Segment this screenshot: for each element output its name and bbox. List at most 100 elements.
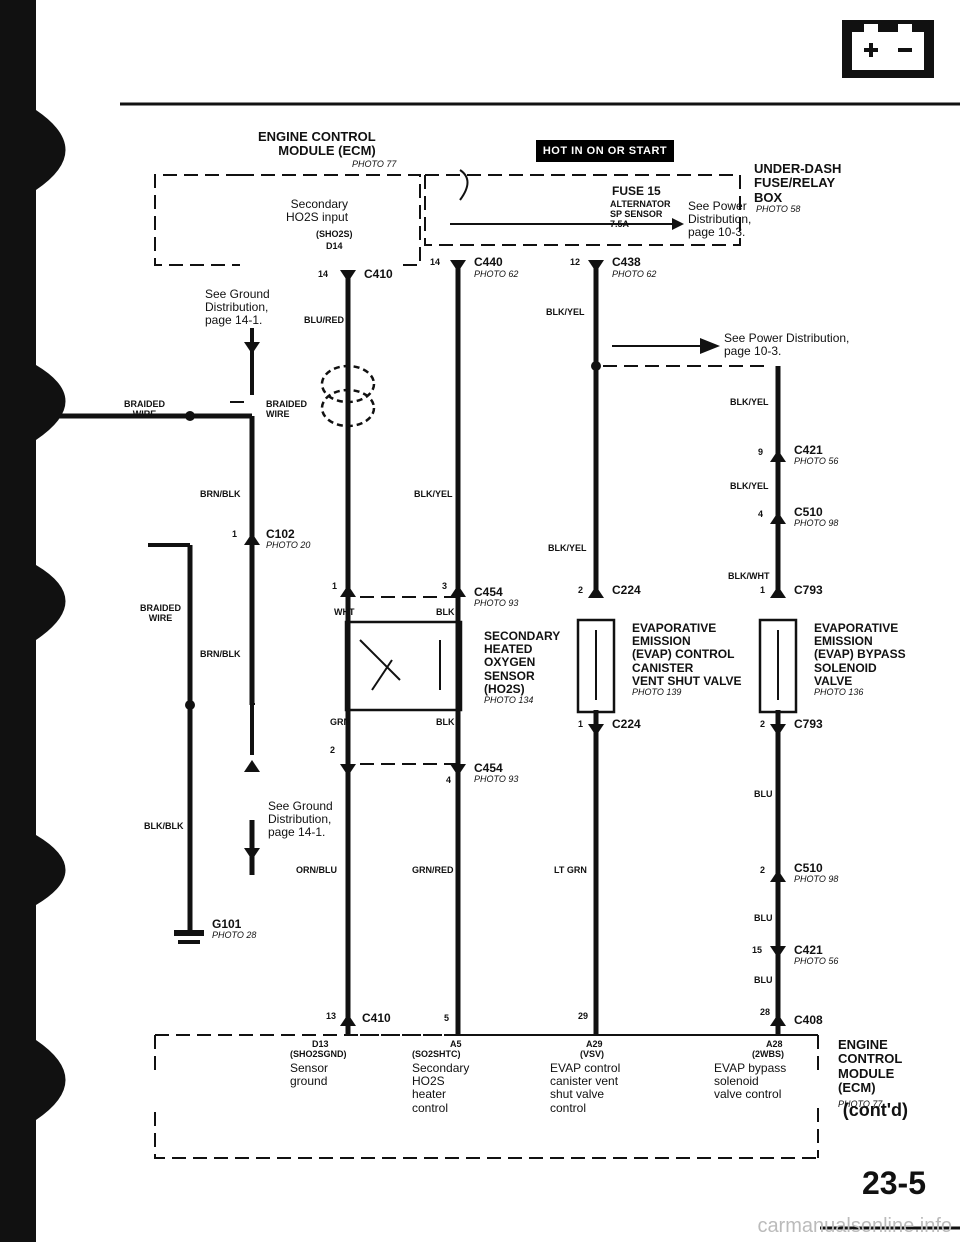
c438-mark [588,260,604,272]
c410-top-label: C410 [364,267,393,281]
c410-bot-mark [340,1014,356,1026]
c793-a-pin: 1 [760,585,766,595]
ecm-bottom-title: ENGINE CONTROL MODULE (ECM) [838,1037,903,1095]
splice-2 [591,361,601,371]
c421-a-mark [770,450,786,462]
ho2s-box [344,620,463,712]
evap-bypass-label: EVAPORATIVE EMISSION (EVAP) BYPASS SOLEN… [814,621,906,688]
c102-photo: PHOTO 20 [266,540,311,550]
wire-label-braided-3: BRAIDED WIRE [140,603,182,623]
evap-vent-label: EVAPORATIVE EMISSION (EVAP) CONTROL CANI… [632,621,742,688]
c454-b-pin2: 2 [330,745,336,755]
c224-b-label: C224 [612,717,641,731]
evap-bypass-photo: PHOTO 136 [814,687,864,697]
wire-label-brn-blk-1: BRN/BLK [200,489,241,499]
page-number: 23-5 [861,1165,926,1201]
c408-mark [770,1014,786,1026]
ecm-pin-a5-desc: Secondary HO2S heater control [412,1061,470,1115]
c454-b-mark4 [450,764,466,776]
c793-a-mark [770,586,786,598]
c438-photo: PHOTO 62 [612,269,657,279]
ecm-pin-a5: A5 [450,1039,462,1049]
binder-ring-3 [36,565,66,640]
c421-a-label: C421 [794,443,823,457]
evap-vent-box [576,618,616,714]
power-arrow [700,338,720,354]
power-arrow-top [672,218,684,230]
c793-b-mark [770,724,786,736]
ecm-pin-a29-desc: EVAP control canister vent shut valve co… [550,1061,621,1115]
wire-label-blk-yel-1: BLK/YEL [546,307,585,317]
c454-a-label: C454 [474,585,503,599]
c510-b-label: C510 [794,861,823,875]
c421-b-photo: PHOTO 56 [794,956,839,966]
power-ref-1: See Power Distribution, page 10-3. [688,199,752,240]
g101-label: G101 [212,917,242,931]
c510-a-pin: 4 [758,509,764,519]
ground-ref-1: See Ground Distribution, page 14-1. [205,287,270,328]
c454-b-photo: PHOTO 93 [474,774,519,784]
g101-ground-icon [174,930,204,936]
c510-a-photo: PHOTO 98 [794,518,839,528]
ecm-pin-a29: A29 [586,1039,603,1049]
wire-label-grn-red: GRN/RED [412,865,454,875]
wire-label-blk-blk: BLK/BLK [144,821,184,831]
g101-photo: PHOTO 28 [212,930,257,940]
c421-a-pin: 9 [758,447,764,457]
c224-a-label: C224 [612,583,641,597]
c410-top-mark [340,270,356,282]
c421-a-photo: PHOTO 56 [794,456,839,466]
binder-ring-5 [36,1040,66,1120]
c410-top-pin: 14 [318,269,329,279]
c454-a-pin3: 3 [442,581,448,591]
splice-3 [185,700,195,710]
c454-b-mark2 [340,764,356,776]
c454-a-mark1 [340,585,356,597]
fuse-15-label: FUSE 15 [612,184,661,198]
watermark: carmanualsonline.info [757,1215,952,1237]
c510-b-mark [770,870,786,882]
c408-pin29: 29 [578,1011,589,1021]
ho2s-label: SECONDARY HEATED OXYGEN SENSOR (HO2S) [484,629,561,696]
c793-b-label: C793 [794,717,823,731]
ecm-pin-d13: D13 [312,1039,329,1049]
c102-label: C102 [266,527,295,541]
fuse-box-title: UNDER-DASH FUSE/RELAY BOX [754,161,842,205]
ground-arrow-1 [244,342,260,354]
c510-a-label: C510 [794,505,823,519]
c440-mark [450,260,466,272]
hot-in-on-or-start-badge: HOT IN ON OR START [536,140,674,162]
c421-b-mark [770,946,786,958]
c510-a-mark [770,512,786,524]
ecm-pin-a29-signal: (VSV) [580,1049,605,1059]
c510-b-pin: 2 [760,865,766,875]
c410-bot-label: C410 [362,1011,391,1025]
fuse-detail: ALTERNATOR SP SENSOR 7.5A [610,199,671,229]
c102-mark [244,533,260,545]
wire-label-grn: GRN [330,717,350,727]
ecm-title: ENGINE CONTROL MODULE (ECM) [258,129,376,159]
c410-bot-pin5: 5 [444,1013,450,1023]
c454-a-photo: PHOTO 93 [474,598,519,608]
c224-b-pin: 1 [578,719,584,729]
wire-label-blu-2: BLU [754,913,773,923]
c102-pin: 1 [232,529,238,539]
wire-label-wht: WHT [334,607,355,617]
c224-b-mark [588,724,604,736]
c440-photo: PHOTO 62 [474,269,519,279]
ecm-top-pin-number: D14 [326,241,343,251]
ecm-bottom-photo: PHOTO 77 [838,1099,883,1109]
c408-pin28: 28 [760,1007,771,1017]
wire-label-orn-blu: ORN/BLU [296,865,337,875]
ecm-pin-a28: A28 [766,1039,783,1049]
wire-label-blk-1: BLK [436,607,455,617]
ho2s-photo: PHOTO 134 [484,695,534,705]
ecm-pin-d13-signal: (SHO2SGND) [290,1049,347,1059]
splice-1 [185,411,195,421]
c438-label: C438 [612,255,641,269]
c440-label: C440 [474,255,503,269]
ecm-pin-d13-desc: Sensor ground [290,1061,329,1089]
wire-label-blk-yel-3: BLK/YEL [730,481,769,491]
c510-b-photo: PHOTO 98 [794,874,839,884]
ecm-top-box [154,174,240,266]
